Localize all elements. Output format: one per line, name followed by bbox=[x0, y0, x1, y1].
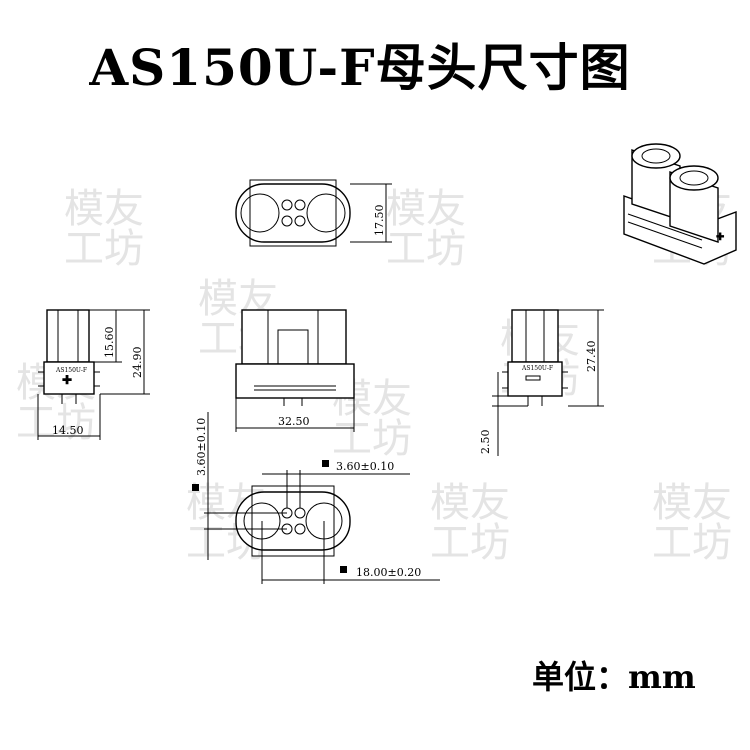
watermark-text: 模友 bbox=[386, 186, 466, 232]
front-view-upper-body bbox=[241, 309, 347, 365]
dim-right-total-height: 27.40 bbox=[585, 341, 598, 373]
dim-side-body-height: 15.60 bbox=[103, 327, 116, 359]
right-view: AS150U-F 27.40 2.50 bbox=[479, 309, 604, 456]
right-view-latch bbox=[525, 375, 541, 381]
watermark-text: 工坊 bbox=[430, 520, 510, 566]
top-view-pin bbox=[294, 199, 306, 211]
side-view-marking: AS150U-F bbox=[55, 367, 87, 374]
front-view: 32.50 bbox=[235, 309, 355, 432]
right-view-base bbox=[507, 361, 563, 397]
top-view: 17.50 bbox=[235, 179, 392, 247]
dim-bottom-center-distance: 18.00±0.20 bbox=[356, 566, 421, 579]
top-view-pin bbox=[294, 215, 306, 227]
bottom-view-outline bbox=[235, 491, 351, 551]
iso-rail bbox=[627, 221, 703, 249]
top-view-pin bbox=[281, 199, 293, 211]
bottom-view: 3.60±0.10 3.60±0.10 18.00±0.20 bbox=[192, 412, 440, 584]
bottom-view-pin bbox=[294, 523, 306, 535]
polarity-plus-icon: ✚ bbox=[62, 373, 72, 387]
side-view-base bbox=[43, 361, 95, 395]
right-view-marking: AS150U-F bbox=[521, 365, 553, 372]
dim-square-icon bbox=[192, 484, 199, 491]
watermark-text: 模友 bbox=[652, 480, 732, 526]
unit-label: 单位：mm bbox=[532, 658, 696, 696]
dim-square-icon bbox=[340, 566, 347, 573]
top-view-outline bbox=[235, 183, 351, 243]
iso-socket-right bbox=[669, 165, 719, 191]
iso-socket-right-inner bbox=[679, 170, 709, 186]
watermark-text: 工坊 bbox=[332, 416, 412, 462]
dim-bottom-horizontal-pitch: 3.60±0.10 bbox=[336, 460, 394, 473]
page-title: AS150U-F母头尺寸图 bbox=[89, 38, 631, 97]
watermark-group: 模友 工坊 模友 工坊 模友 工坊 模友 工坊 模友 工坊 模友 工坊 模友 工… bbox=[16, 186, 732, 566]
dim-bottom-vertical-pitch: 3.60±0.10 bbox=[195, 418, 208, 476]
front-view-base bbox=[235, 363, 355, 399]
dim-side-width: 14.50 bbox=[52, 424, 84, 437]
top-view-pin bbox=[281, 215, 293, 227]
iso-rail bbox=[627, 213, 703, 241]
polarity-plus-icon: ✚ bbox=[716, 232, 725, 243]
dim-square-icon bbox=[322, 460, 329, 467]
dim-top-view-height: 17.50 bbox=[373, 205, 386, 237]
dim-side-total-height: 24.90 bbox=[131, 347, 144, 379]
iso-socket-left bbox=[631, 143, 681, 169]
watermark-text: 工坊 bbox=[16, 400, 96, 446]
top-view-socket-right bbox=[306, 193, 346, 233]
bottom-view-flange bbox=[251, 485, 335, 557]
watermark-text: 工坊 bbox=[386, 226, 466, 272]
watermark-text: 工坊 bbox=[64, 226, 144, 272]
isometric-view: ✚ bbox=[623, 143, 737, 265]
top-view-socket-left bbox=[240, 193, 280, 233]
side-view: AS150U-F ✚ 15.60 24.90 14.50 bbox=[37, 309, 150, 440]
top-view-flange bbox=[249, 179, 337, 247]
iso-socket-left-inner bbox=[641, 148, 671, 164]
side-view-upper-body bbox=[46, 309, 90, 363]
dim-front-width: 32.50 bbox=[278, 415, 310, 428]
watermark-text: 模友 bbox=[430, 480, 510, 526]
watermark-text: 模友 bbox=[64, 186, 144, 232]
watermark-text: 工坊 bbox=[652, 520, 732, 566]
right-view-upper-body bbox=[511, 309, 559, 363]
dim-right-pin-offset: 2.50 bbox=[479, 430, 492, 455]
